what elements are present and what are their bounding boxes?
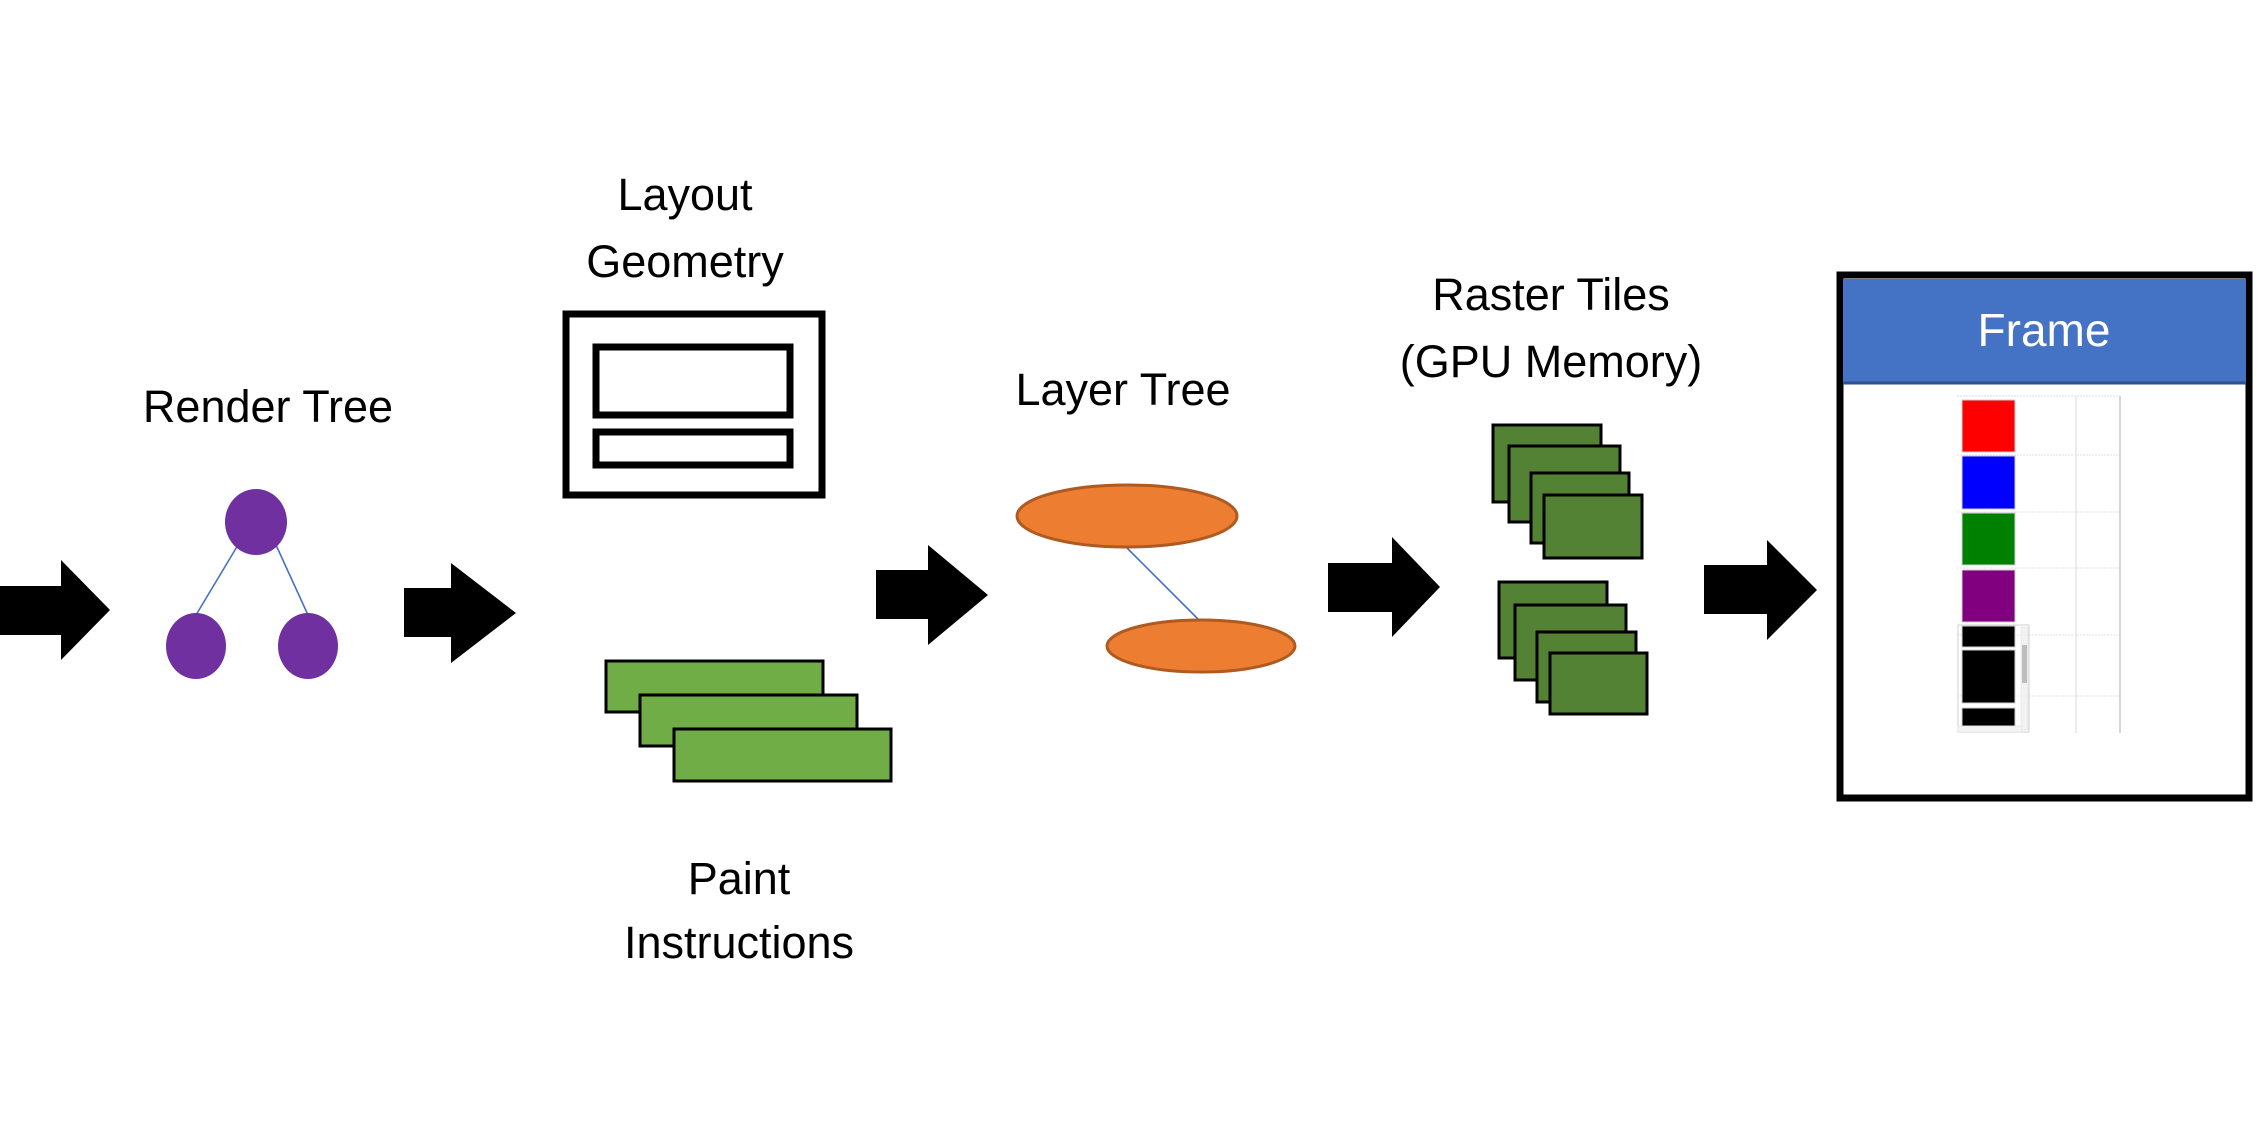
paint-instructions-stage: Paint Instructions [604,659,893,968]
paint-records-icon [604,659,893,783]
layout-geometry-icon [562,310,826,499]
tree-node-right [278,613,338,679]
layout-geometry-stage: Layout Geometry [562,169,826,499]
pipeline-arrows [0,537,1817,663]
raster-label-line-1: Raster Tiles [1432,269,1670,320]
tree-node-root [225,489,287,555]
raster-label-line-2: (GPU Memory) [1400,336,1703,387]
raster-tile-stack-2 [1497,580,1649,716]
layout-label-line-2: Geometry [586,236,784,287]
layer-edge [1126,547,1200,621]
frame-stage: Frame [1836,271,2253,802]
paint-record [672,727,893,783]
render-tree-label: Render Tree [143,381,393,432]
tree-edge [195,544,239,616]
swatch-purple [1961,569,2016,623]
raster-tile [1548,651,1649,716]
swatch-red [1961,399,2016,453]
layer-node-child [1105,618,1297,674]
arrow-icon [0,560,110,660]
layer-tree-label: Layer Tree [1015,364,1230,415]
frame-title: Frame [1978,304,2111,356]
swatch-black [1961,707,2016,727]
horizontal-scrollbar[interactable] [1957,725,2023,733]
frame-header [1843,279,2246,383]
swatch-black [1961,625,2016,648]
raster-tile [1542,493,1644,560]
swatch-blue [1961,455,2016,510]
scrollbar-thumb[interactable] [2022,645,2027,683]
paint-label-line-1: Paint [688,853,791,904]
tree-edge [275,544,309,616]
render-tree-icon [166,489,338,679]
layer-tree-icon [1015,483,1297,674]
arrow-icon [1704,540,1817,640]
layout-label-line-1: Layout [617,169,753,220]
raster-tiles-stage: Raster Tiles (GPU Memory) [1400,269,1703,716]
layer-tree-stage: Layer Tree [1015,364,1297,674]
arrow-icon [876,545,988,645]
swatch-black [1961,649,2016,704]
frame-color-swatches [1961,399,2016,727]
raster-tile-stack-1 [1491,423,1644,560]
frame-scroll-panel [1957,624,2030,733]
tree-node-left [166,613,226,679]
layer-node-root [1015,483,1239,549]
arrow-icon [404,563,516,663]
arrow-icon [1328,537,1440,637]
render-tree-stage: Render Tree [143,381,393,679]
swatch-green [1961,512,2016,566]
frame-content-grid [1957,395,2121,733]
paint-label-line-2: Instructions [624,917,854,968]
